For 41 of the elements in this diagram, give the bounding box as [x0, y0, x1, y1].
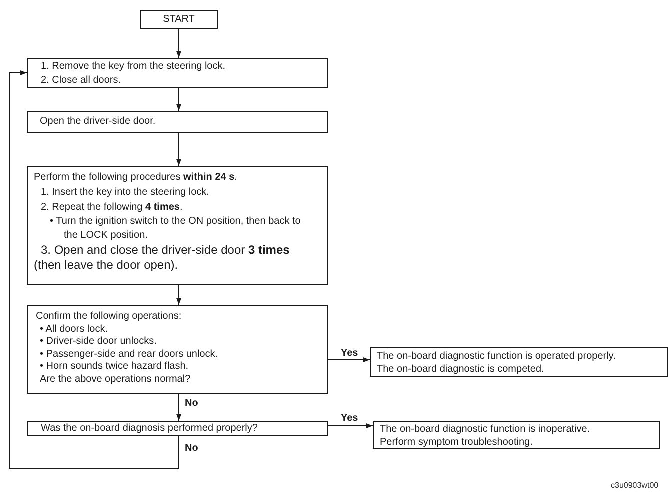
edge-label: No — [184, 398, 200, 409]
start-box — [140, 10, 218, 29]
start-label: START — [162, 14, 196, 26]
result-text: The on-board diagnostic is competed. — [377, 363, 546, 376]
arrow — [176, 394, 182, 422]
question-text: Are the above operations normal? — [40, 374, 192, 386]
step-text: • Turn the ignition switch to the ON position, then back to the LOCK position. — [50, 215, 302, 243]
edge-label: No — [184, 443, 200, 454]
result-box — [370, 347, 668, 377]
result-box — [373, 421, 660, 449]
process-box — [27, 166, 328, 285]
question-text: • Passenger-side and rear doors unlock. — [40, 348, 220, 361]
arrow — [328, 423, 374, 429]
step-text: 1. Remove the key from the steering lock. — [41, 60, 227, 74]
step-text: 2. Close all doors. — [41, 74, 122, 88]
step-text: Open the driver-side door. — [40, 115, 157, 129]
result-text: The on-board diagnostic function is operated properly. — [377, 350, 617, 363]
question-text: • Horn sounds twice hazard flash. — [40, 361, 190, 374]
figure-code: c3u0903wt00 — [611, 481, 659, 490]
process-box — [27, 111, 328, 133]
arrow — [10, 70, 180, 470]
step-text: 2. Repeat the following 4 times. — [41, 201, 184, 215]
step-text: Perform the following procedures within 24 s. — [34, 171, 238, 185]
step-text: 3. Open and close the driver-side door 3 times (then leave the door open). — [34, 243, 291, 273]
arrow — [328, 357, 370, 363]
decision-box — [27, 421, 328, 436]
edge-label: Yes — [340, 348, 360, 359]
question-text: Confirm the following operations: — [36, 311, 183, 324]
decision-box — [27, 305, 328, 394]
process-box — [27, 58, 328, 88]
result-text: Perform symptom troubleshooting. — [380, 436, 534, 449]
arrow — [176, 28, 182, 58]
question-text: Was the on-board diagnosis performed properly? — [41, 423, 259, 435]
edge-label: Yes — [340, 413, 360, 424]
question-text: • All doors lock. — [40, 324, 109, 336]
result-text: The on-board diagnostic function is inoperative. — [380, 423, 592, 436]
arrow — [176, 88, 182, 112]
arrow — [176, 132, 182, 166]
arrow — [176, 284, 182, 306]
step-text: 1. Insert the key into the steering lock. — [41, 186, 210, 200]
question-text: • Driver-side door unlocks. — [40, 336, 158, 348]
